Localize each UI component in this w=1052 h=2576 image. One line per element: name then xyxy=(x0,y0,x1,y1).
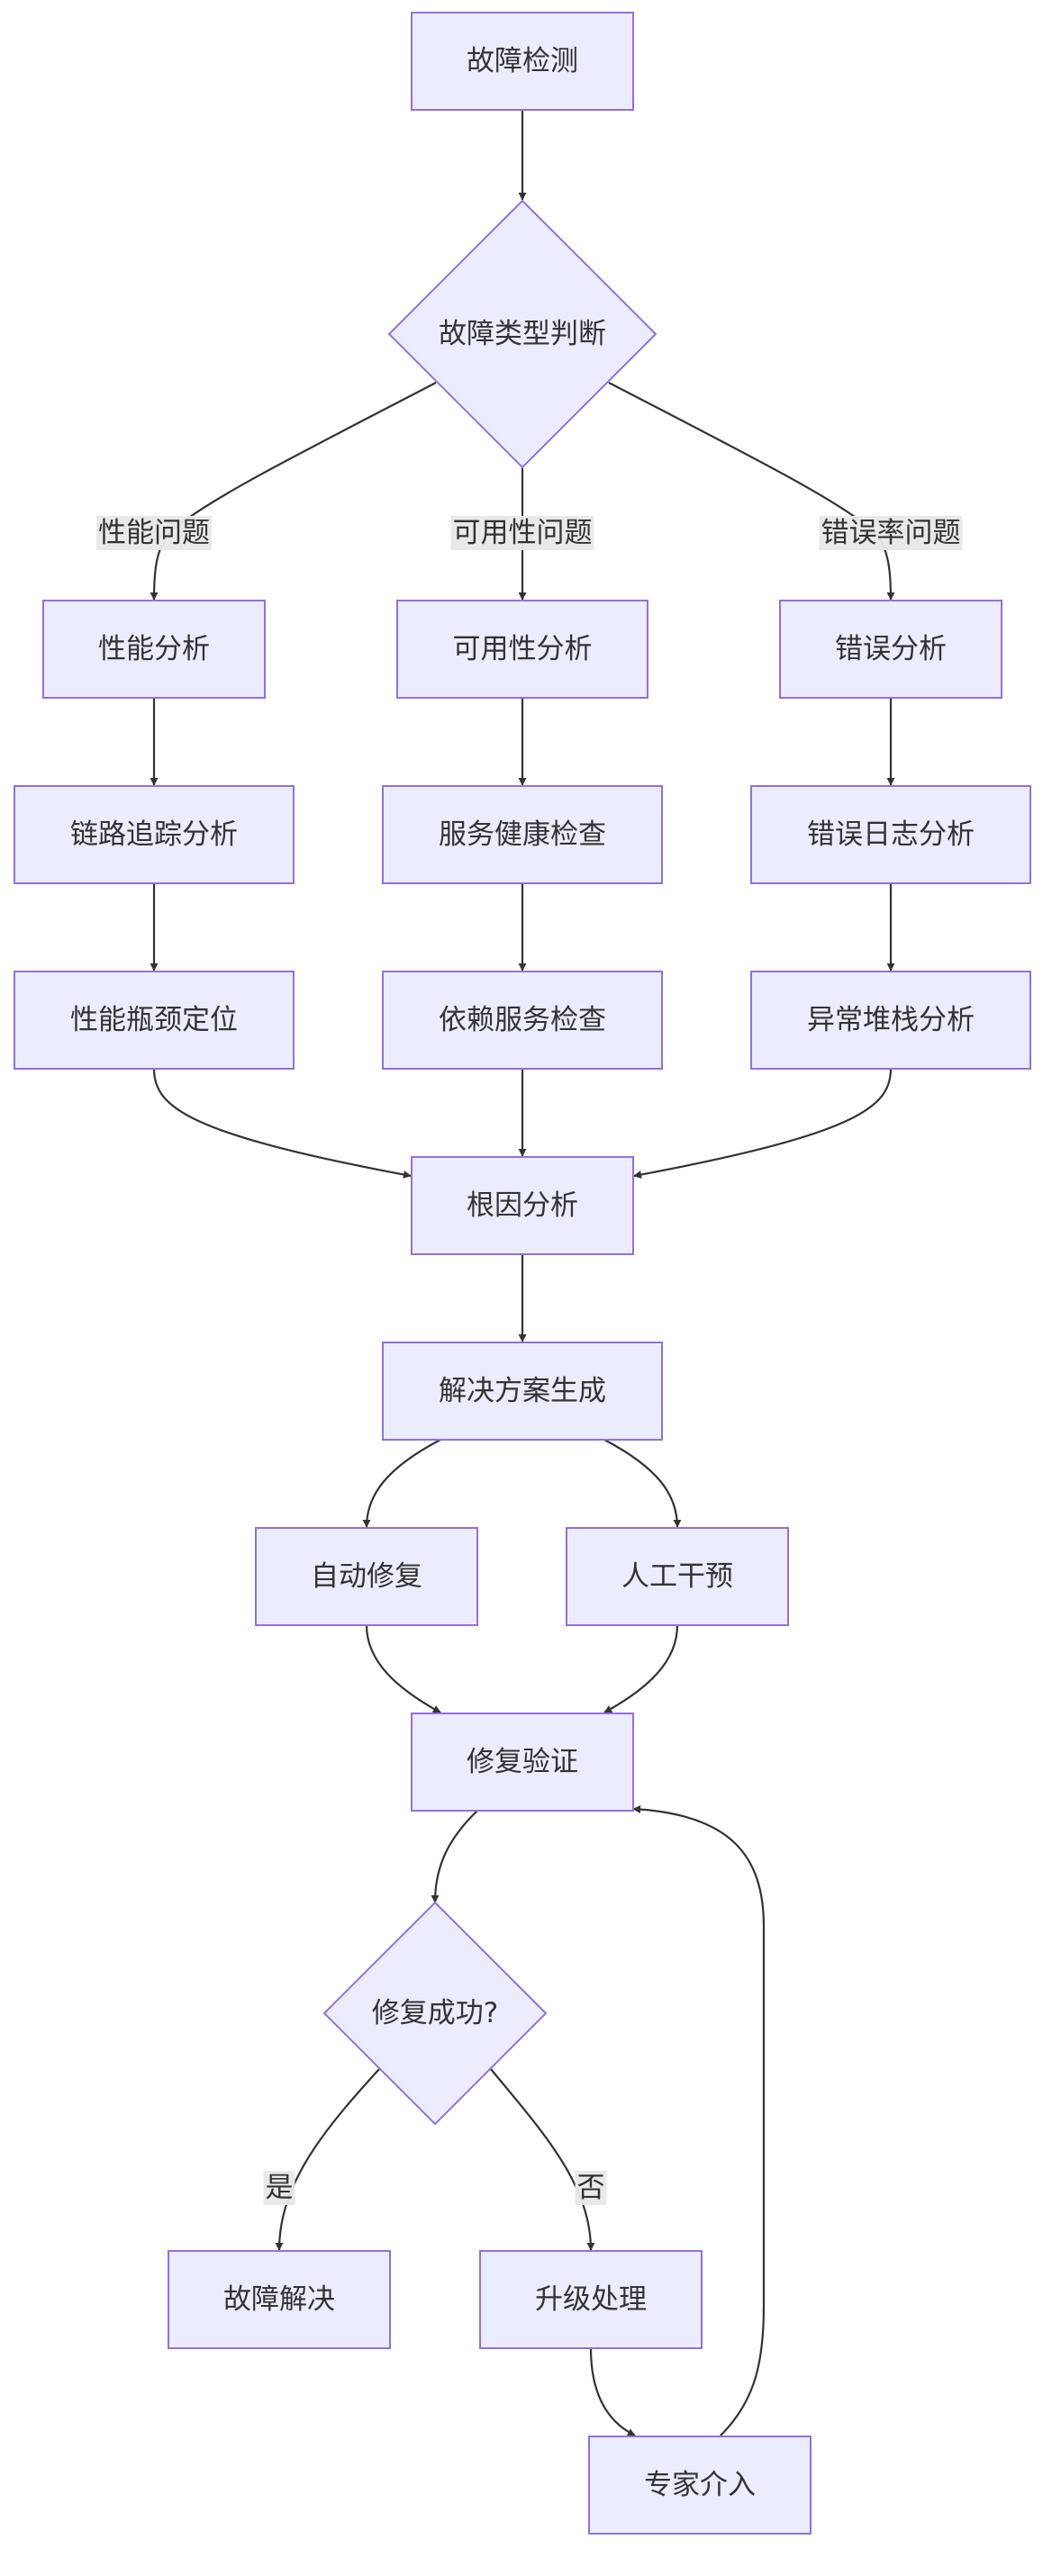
edge-label-text: 是 xyxy=(266,2172,294,2204)
node-label: 故障检测 xyxy=(467,45,578,77)
process-box xyxy=(382,1342,663,1441)
node-perf-analysis: 性能分析 xyxy=(42,600,266,699)
edge-bottleneck-to-root_cause xyxy=(152,1068,412,1179)
edge-label-background xyxy=(263,2171,295,2205)
edge-type_judge-to-error_analysis xyxy=(608,382,895,601)
node-solution: 解决方案生成 xyxy=(382,1342,663,1441)
node-stack-analysis: 异常堆栈分析 xyxy=(750,971,1031,1070)
node-label: 修复验证 xyxy=(467,1746,578,1778)
edge-label-type_judge-to-error_analysis: 错误率问题 xyxy=(819,516,963,550)
process-box xyxy=(382,971,663,1070)
node-manual: 人工干预 xyxy=(566,1527,789,1626)
process-box xyxy=(42,600,266,699)
node-expert: 专家介入 xyxy=(588,2436,812,2535)
edge-label-success_q-to-escalate: 否 xyxy=(575,2171,607,2205)
node-label: 异常堆栈分析 xyxy=(807,1004,975,1036)
node-label: 故障解决 xyxy=(223,2283,335,2316)
edges-layer xyxy=(150,110,895,2436)
node-label: 人工干预 xyxy=(621,1560,733,1593)
node-error-analysis: 错误分析 xyxy=(779,600,1002,699)
edge-solution-to-manual xyxy=(603,1439,682,1528)
decision-diamond xyxy=(322,1901,548,2126)
node-root-cause: 根因分析 xyxy=(411,1156,634,1255)
process-box xyxy=(750,971,1031,1070)
node-label: 链路追踪分析 xyxy=(70,818,238,851)
process-box xyxy=(14,785,295,884)
process-box xyxy=(588,2436,812,2535)
node-label: 性能分析 xyxy=(98,633,210,665)
node-label: 服务健康检查 xyxy=(439,818,606,851)
edge-label-background xyxy=(575,2171,607,2205)
edge-label-type_judge-to-perf_analysis: 性能问题 xyxy=(96,516,212,550)
node-label: 可用性分析 xyxy=(453,633,593,665)
node-label: 性能瓶颈定位 xyxy=(70,1004,238,1036)
node-label: 故障类型判断 xyxy=(439,318,606,350)
node-verify: 修复验证 xyxy=(411,1713,634,1812)
node-error-log: 错误日志分析 xyxy=(750,785,1031,884)
node-dep-check: 依赖服务检查 xyxy=(382,971,663,1070)
node-label: 根因分析 xyxy=(467,1189,578,1222)
node-label: 依赖服务检查 xyxy=(439,1004,606,1036)
edge-type_judge-to-perf_analysis xyxy=(150,382,437,601)
node-label: 修复成功? xyxy=(372,1997,498,2029)
process-box xyxy=(382,785,663,884)
edge-label-background xyxy=(450,516,594,550)
edge-label-text: 否 xyxy=(577,2172,605,2204)
node-label: 自动修复 xyxy=(311,1560,422,1593)
edge-stack_analysis-to-root_cause xyxy=(633,1068,893,1179)
edge-verify-to-success_q xyxy=(431,1810,478,1903)
edge-solution-to-auto_fix xyxy=(362,1439,441,1528)
decision-diamond xyxy=(387,199,658,469)
edge-label-background xyxy=(819,516,963,550)
node-label: 专家介入 xyxy=(644,2469,756,2501)
edge-label-text: 错误率问题 xyxy=(821,517,961,549)
process-box xyxy=(479,2250,703,2349)
edge-success_q-to-resolved xyxy=(275,2068,380,2251)
process-box xyxy=(411,1713,634,1812)
edge-success_q-to-escalate xyxy=(490,2068,595,2251)
node-health-check: 服务健康检查 xyxy=(382,785,663,884)
process-box xyxy=(779,600,1002,699)
node-escalate: 升级处理 xyxy=(479,2250,703,2349)
edge-manual-to-verify xyxy=(603,1624,679,1713)
process-box xyxy=(255,1527,478,1626)
edge-expert-to-verify xyxy=(632,1804,766,2436)
node-auto-fix: 自动修复 xyxy=(255,1527,478,1626)
node-label: 错误分析 xyxy=(835,633,947,665)
node-trace-analysis: 链路追踪分析 xyxy=(14,785,295,884)
node-resolved: 故障解决 xyxy=(168,2250,391,2349)
edge-label-background xyxy=(96,516,212,550)
node-label: 解决方案生成 xyxy=(439,1375,606,1407)
process-box xyxy=(566,1527,789,1626)
node-avail-analysis: 可用性分析 xyxy=(396,600,648,699)
node-bottleneck: 性能瓶颈定位 xyxy=(14,971,295,1070)
edge-auto_fix-to-verify xyxy=(365,1624,441,1713)
process-box xyxy=(396,600,648,699)
edge-label-type_judge-to-avail_analysis: 可用性问题 xyxy=(450,516,594,550)
process-box xyxy=(411,1156,634,1255)
node-type-judge: 故障类型判断 xyxy=(387,199,658,469)
edge-escalate-to-expert xyxy=(589,2347,636,2436)
node-label: 错误日志分析 xyxy=(807,818,975,851)
process-box xyxy=(168,2250,391,2349)
node-detect: 故障检测 xyxy=(411,12,634,111)
node-label: 升级处理 xyxy=(535,2283,647,2316)
process-box xyxy=(14,971,295,1070)
edge-label-text: 可用性问题 xyxy=(453,517,593,549)
edge-label-success_q-to-resolved: 是 xyxy=(263,2171,295,2205)
process-box xyxy=(411,12,634,111)
node-success-q: 修复成功? xyxy=(322,1901,548,2126)
process-box xyxy=(750,785,1031,884)
edge-label-text: 性能问题 xyxy=(98,517,210,549)
